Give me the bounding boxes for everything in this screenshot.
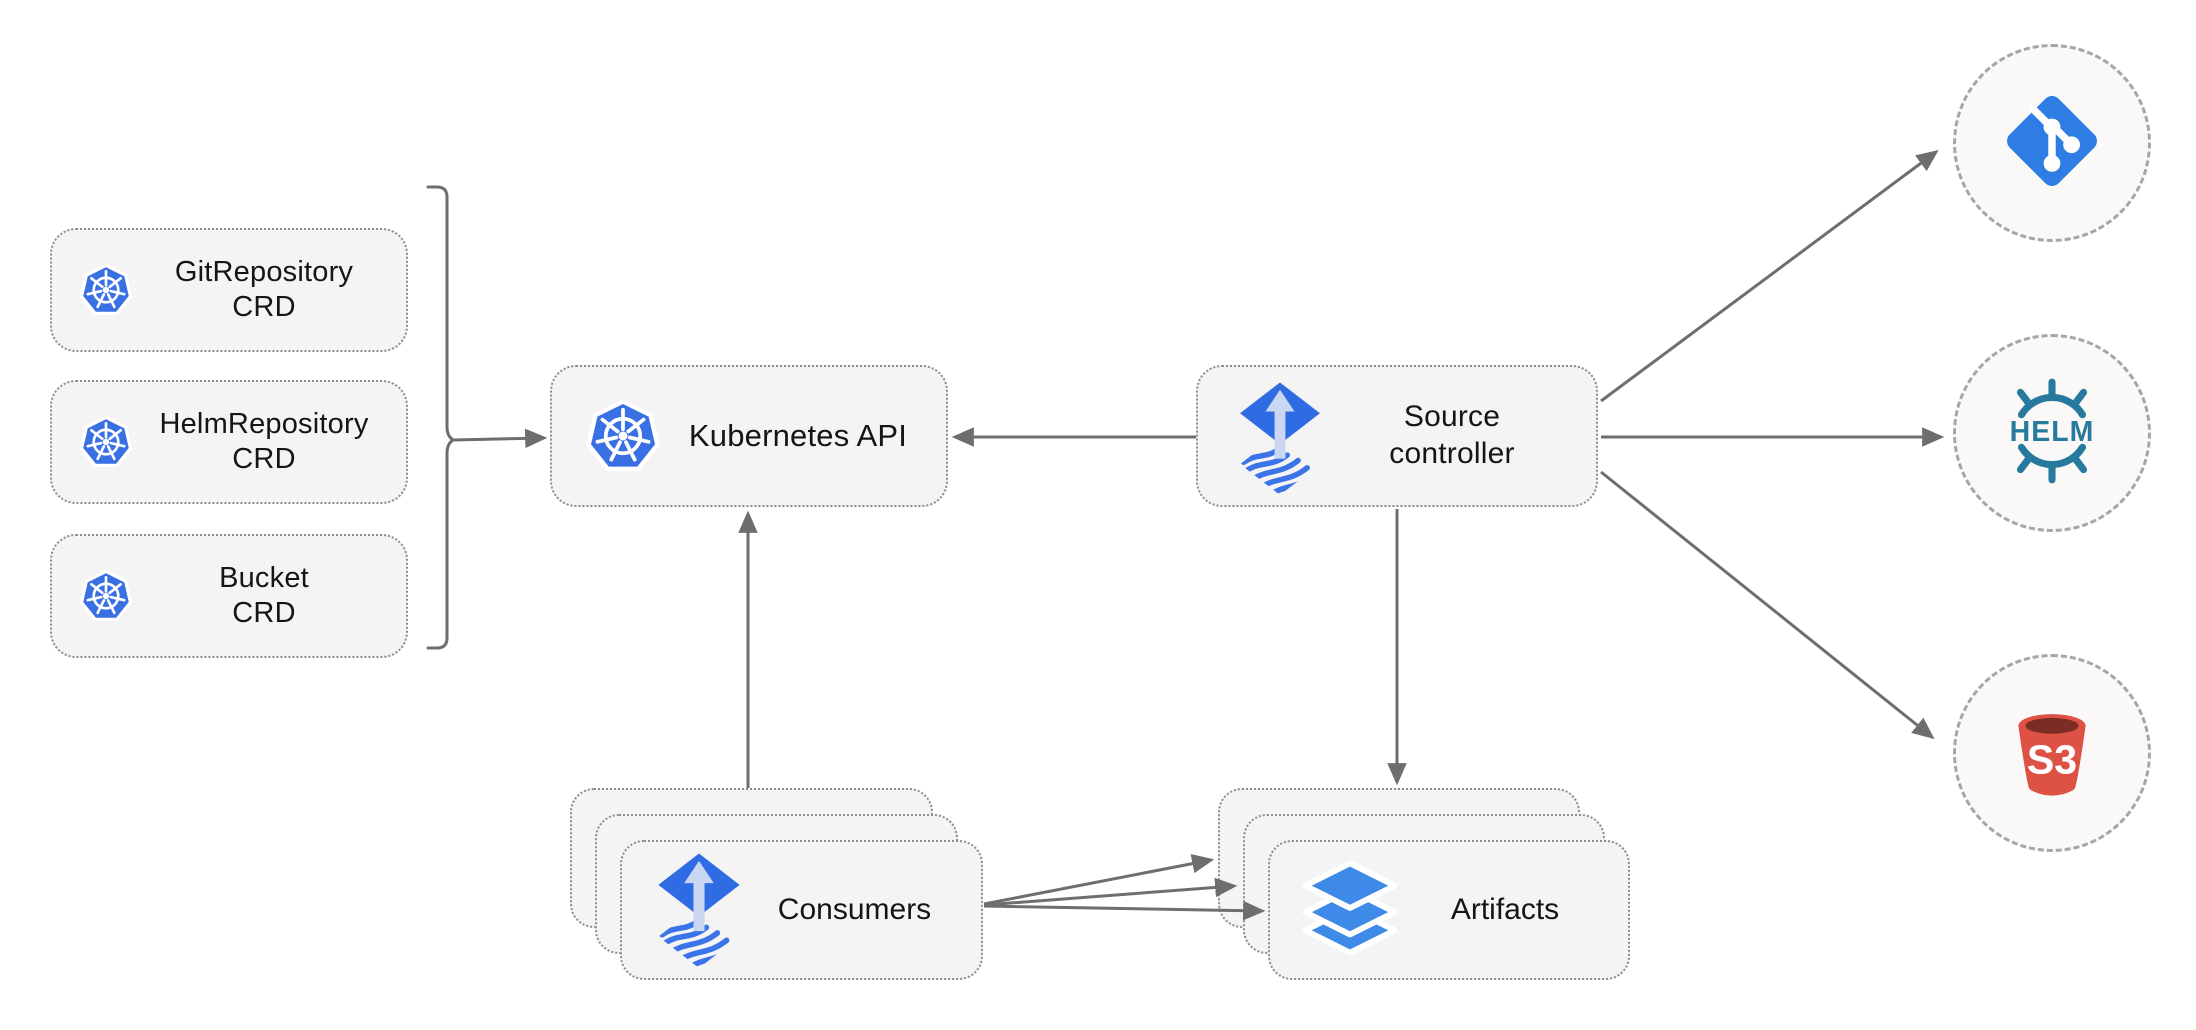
edge-consumers-to-artifacts-2 [983,877,1238,907]
helm-icon: HELM [1991,370,2113,497]
edge-crds-to-k8s-api [452,428,548,449]
flux-icon [652,848,746,973]
edge-source-to-git [1600,150,1939,403]
layers-icon [1300,859,1400,961]
edge-source-to-s3 [1600,470,1935,740]
kubernetes-icon [74,258,138,322]
crd-kind: CRD [232,597,296,629]
node-label: Consumers [777,893,932,926]
node-label: GitRepository CRD [138,255,390,326]
kubernetes-icon [74,410,138,474]
kubernetes-icon [578,391,668,481]
s3-icon: S3 [1996,695,2108,812]
node-git-repository [1953,44,2151,242]
crd-kind: CRD [232,291,296,323]
crd-name: GitRepository [174,255,354,288]
flux-icon [1234,377,1326,495]
edge-crd-bracket [426,185,456,650]
kubernetes-icon [74,564,138,628]
s3-wordmark: S3 [2027,736,2077,782]
node-consumers: Consumers [620,840,983,980]
edge-consumers-to-artifacts-1 [983,854,1215,906]
node-label: Bucket CRD [138,561,390,632]
node-bucket-crd: Bucket CRD [50,534,408,658]
node-artifacts: Artifacts [1268,840,1630,980]
label-line1: Source [1403,400,1501,434]
node-label: HelmRepository CRD [138,407,390,478]
node-s3-bucket: S3 [1953,654,2151,852]
node-kubernetes-api: Kubernetes API [550,365,948,507]
crd-kind: CRD [232,443,296,475]
node-source-controller: Source controller [1196,365,1598,507]
label-line2: controller [1389,437,1515,470]
node-helmrepository-crd: HelmRepository CRD [50,380,408,504]
crd-name: HelmRepository [159,407,369,440]
node-label: Source controller [1326,399,1578,472]
node-label: Artifacts [1450,893,1560,926]
node-gitrepository-crd: GitRepository CRD [50,228,408,352]
node-helm-repository: HELM [1953,334,2151,532]
helm-wordmark: HELM [2010,416,2095,448]
git-icon [1996,85,2108,202]
crd-name: Bucket [219,561,309,594]
node-label: Kubernetes API [688,418,908,454]
